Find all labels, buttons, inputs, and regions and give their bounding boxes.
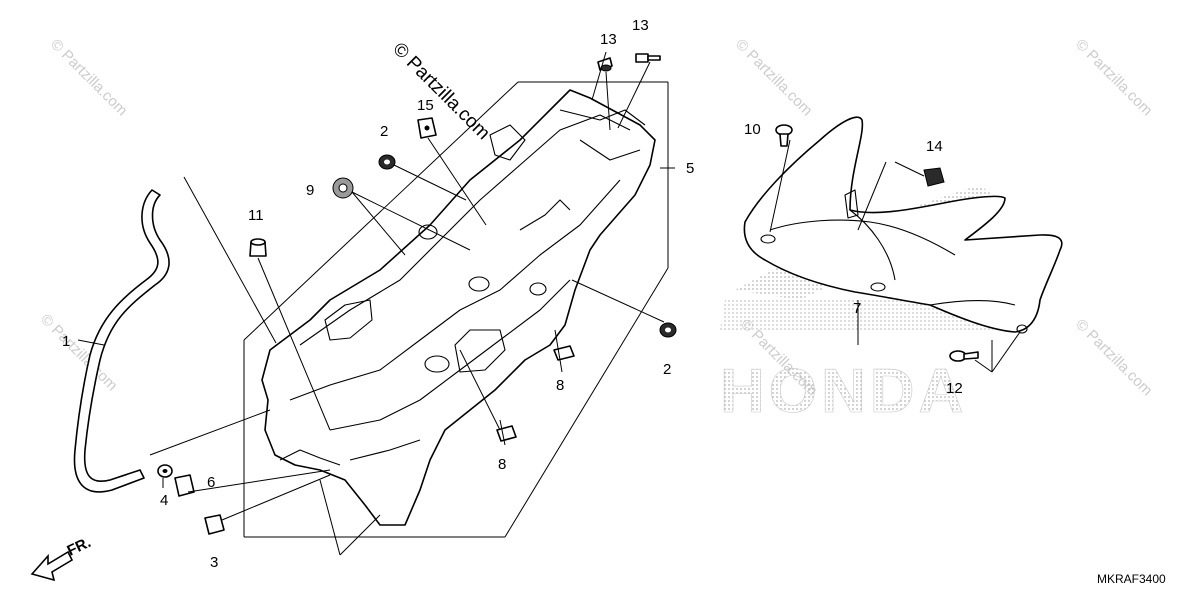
part-5-under-tray — [261, 89, 656, 526]
callout-6: 6 — [207, 474, 215, 491]
callout-12: 12 — [946, 380, 963, 397]
clip-6 — [174, 474, 195, 497]
callout-13: 13 — [632, 17, 649, 34]
callout-4: 4 — [160, 492, 168, 509]
leader-lines — [77, 51, 1021, 556]
callout-9: 9 — [306, 182, 314, 199]
clip-nut-3 — [204, 514, 225, 535]
part-1-hose — [73, 189, 170, 493]
callout-2: 2 — [663, 361, 671, 378]
callout-1: 1 — [62, 333, 70, 350]
callout-8: 8 — [556, 377, 564, 394]
callout-11: 11 — [248, 207, 264, 224]
cap-14 — [923, 167, 945, 187]
watermark-text: © Partzilla.com — [732, 36, 815, 119]
front-arrow-label: FR. — [65, 534, 94, 560]
diagram-code: MKRAF3400 — [1097, 572, 1166, 586]
callout-2: 2 — [380, 123, 388, 140]
cushion-8b — [496, 425, 517, 442]
part-7-cover — [743, 116, 1063, 334]
callout-3: 3 — [210, 554, 218, 571]
callout-8: 8 — [498, 456, 506, 473]
callouts: 1 2 2 3 4 5 6 7 8 8 9 10 11 12 13 13 14 … — [62, 17, 963, 571]
honda-wordmark: HONDA — [720, 357, 967, 426]
callout-10: 10 — [744, 121, 761, 138]
callout-14: 14 — [926, 138, 943, 155]
callout-15: 15 — [417, 97, 434, 114]
watermark-text: © Partzilla.com — [1072, 36, 1155, 119]
watermark-text: © Partzilla.com — [47, 36, 130, 119]
watermark-text: © Partzilla.com — [1072, 316, 1155, 399]
front-arrow: FR. — [30, 534, 94, 582]
hardware-group — [157, 53, 979, 535]
callout-5: 5 — [686, 160, 694, 177]
callout-7: 7 — [853, 300, 861, 317]
partzilla-watermark: © Partzilla.com — [388, 39, 493, 144]
cushion-8a — [553, 345, 575, 361]
screw-13b — [635, 53, 649, 63]
callout-13: 13 — [600, 31, 617, 48]
front-arrow-icon — [30, 550, 74, 582]
assembly-frame — [243, 81, 669, 538]
